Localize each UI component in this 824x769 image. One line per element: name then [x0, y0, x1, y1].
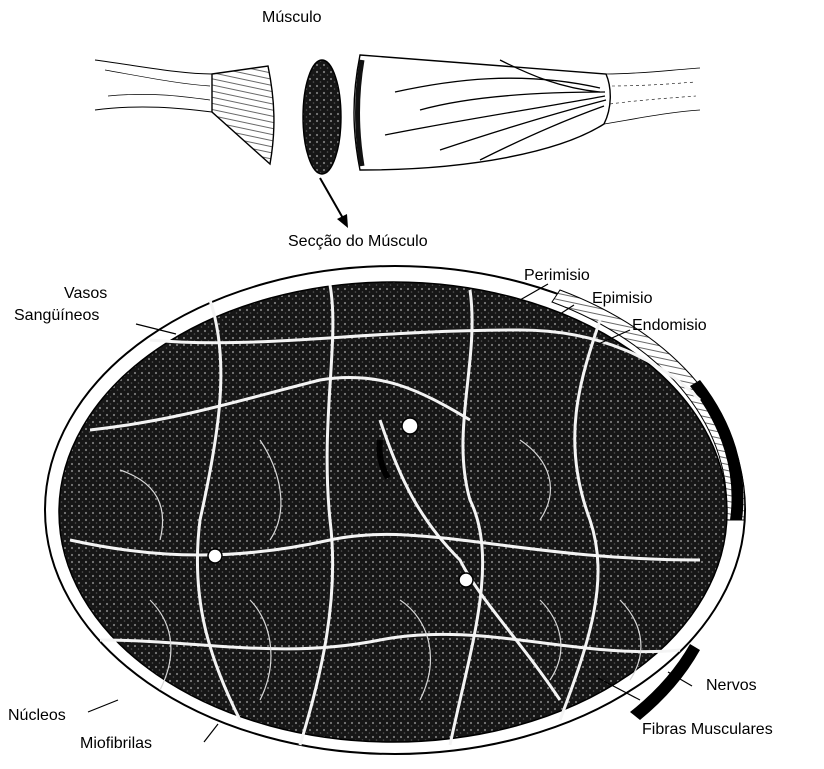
label-endomisio: Endomisio	[632, 316, 707, 335]
leader-miofibrilas	[204, 724, 218, 742]
whole-muscle-drawing	[95, 55, 700, 174]
label-miofibrilas: Miofibrilas	[80, 734, 152, 753]
label-vasos: Vasos	[64, 284, 107, 303]
label-perimisio: Perimisio	[524, 266, 590, 285]
leader-nucleos	[88, 700, 118, 712]
label-epimisio: Epimisio	[592, 289, 652, 308]
label-nucleos: Núcleos	[8, 706, 66, 725]
label-nervos: Nervos	[706, 676, 757, 695]
section-arrow	[320, 178, 348, 228]
label-seccao: Secção do Músculo	[288, 232, 428, 251]
label-sanguineos: Sangüíneos	[14, 306, 99, 325]
title-musculo: Músculo	[262, 8, 322, 27]
label-fibras-musculares: Fibras Musculares	[642, 720, 773, 739]
muscle-cross-section	[45, 266, 745, 754]
